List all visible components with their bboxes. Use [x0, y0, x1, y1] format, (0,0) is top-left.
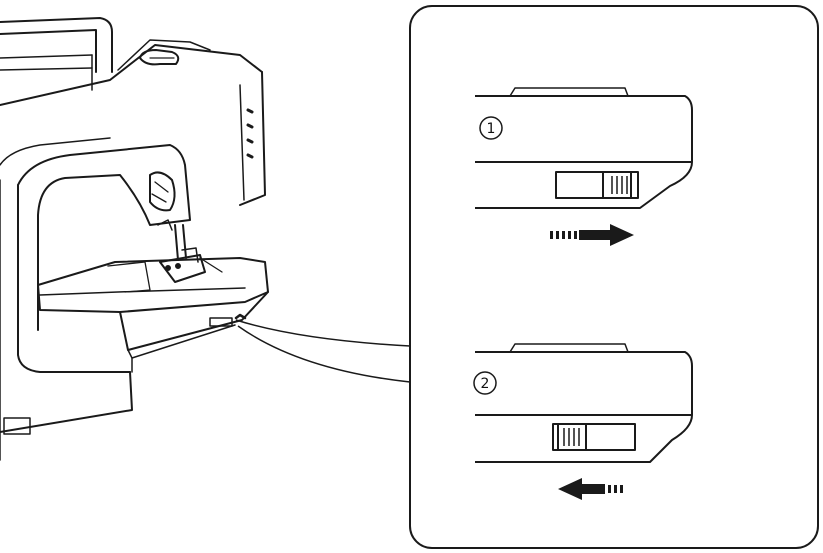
callout-leader-lines — [235, 319, 411, 383]
step-1-panel — [475, 87, 693, 209]
callout-frame — [409, 5, 819, 549]
step-1-marker: 1 — [479, 116, 503, 140]
arrow-right-icon — [550, 224, 634, 246]
arrow-left-icon — [558, 478, 623, 500]
step-2-panel — [475, 343, 693, 463]
svg-text:2: 2 — [481, 376, 490, 392]
step-2-marker: 2 — [473, 371, 497, 395]
sewing-machine-illustration — [0, 17, 269, 461]
slider-switch-icon — [557, 423, 587, 451]
slider-switch-icon — [602, 171, 632, 199]
svg-text:1: 1 — [487, 121, 496, 137]
